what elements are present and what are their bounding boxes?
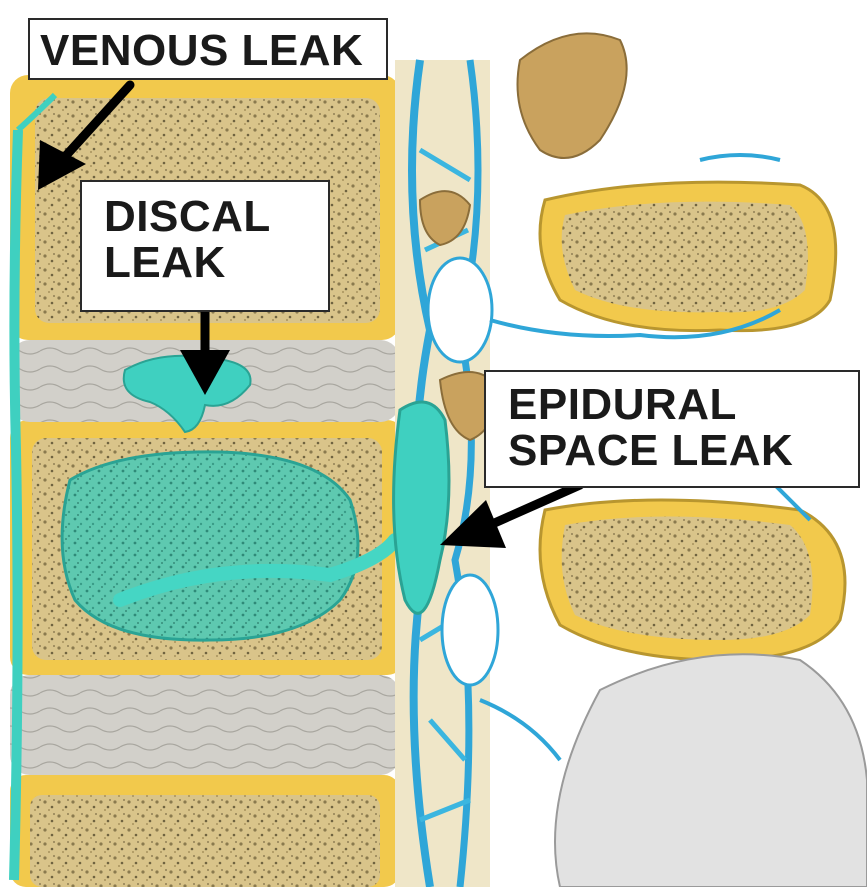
epidural-leak-label-line-1: EPIDURAL (508, 382, 858, 428)
epidural-venous-plexus (394, 60, 498, 887)
discal-leak-label: DISCAL LEAK (80, 180, 330, 312)
venous-leak-label-line-1: VENOUS LEAK (40, 28, 386, 74)
epidural-leak-label-line-2: SPACE LEAK (508, 428, 858, 474)
lower-posterior-bone (555, 654, 867, 887)
disc-lower (10, 675, 400, 775)
venous-leak-label: VENOUS LEAK (28, 18, 388, 80)
epidural-space-leak-label: EPIDURAL SPACE LEAK (484, 370, 860, 488)
vertebral-body-contrast (62, 452, 358, 640)
discal-leak-label-line-1: DISCAL (104, 194, 328, 240)
venous-leak-channel (14, 130, 18, 880)
discal-leak-label-line-2: LEAK (104, 240, 328, 286)
